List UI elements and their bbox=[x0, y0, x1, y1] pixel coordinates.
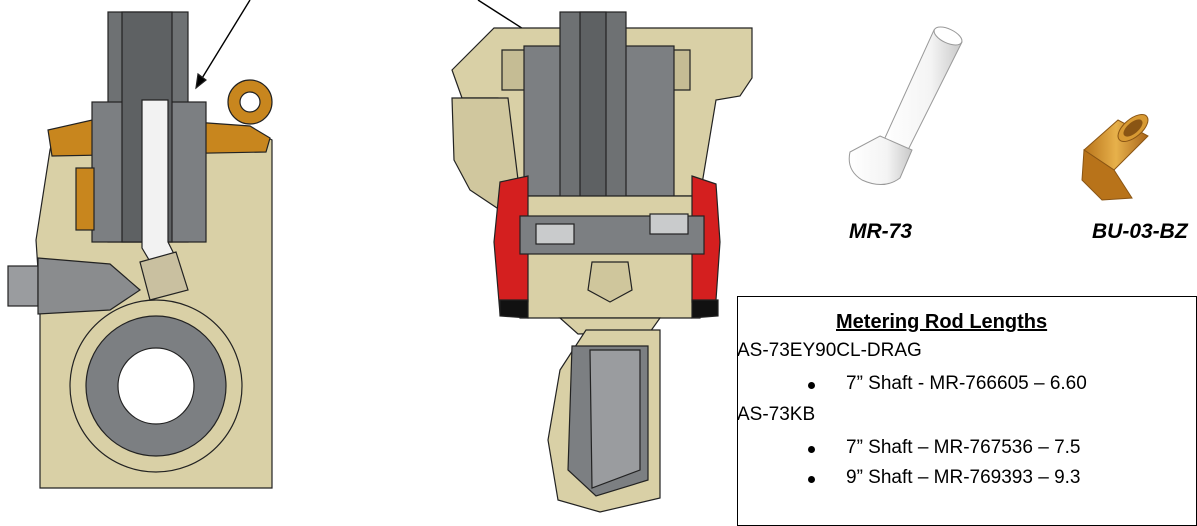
box-title: Metering Rod Lengths bbox=[836, 311, 1048, 333]
list-item-text: 7” Shaft – MR-767536 – 7.5 bbox=[846, 437, 1081, 458]
list-item: 9” Shaft – MR-769393 – 9.3 bbox=[807, 467, 1081, 489]
rod-part-label: MR-73 bbox=[849, 220, 913, 243]
bushing-part-label: BU-03-BZ bbox=[1092, 220, 1188, 243]
bushing-drawing bbox=[1081, 114, 1149, 201]
list-item-text: 7” Shaft - MR-766605 – 6.60 bbox=[846, 373, 1087, 394]
model-heading-2: AS-73KB bbox=[737, 404, 816, 425]
list-item: 7” Shaft - MR-766605 – 6.60 bbox=[808, 373, 1087, 395]
left-cutaway bbox=[7, 0, 273, 489]
metering-rod-lengths-box: Metering Rod Lengths AS-73EY90CL-DRAG 7”… bbox=[737, 296, 1197, 526]
metering-rod-drawing bbox=[848, 26, 963, 185]
model-heading-1: AS-73EY90CL-DRAG bbox=[737, 340, 922, 361]
center-cutaway bbox=[451, 0, 753, 513]
list-item: 7” Shaft – MR-767536 – 7.5 bbox=[807, 437, 1081, 459]
list-item-text: 9” Shaft – MR-769393 – 9.3 bbox=[846, 467, 1081, 488]
assembly-illustration bbox=[7, 0, 1149, 513]
